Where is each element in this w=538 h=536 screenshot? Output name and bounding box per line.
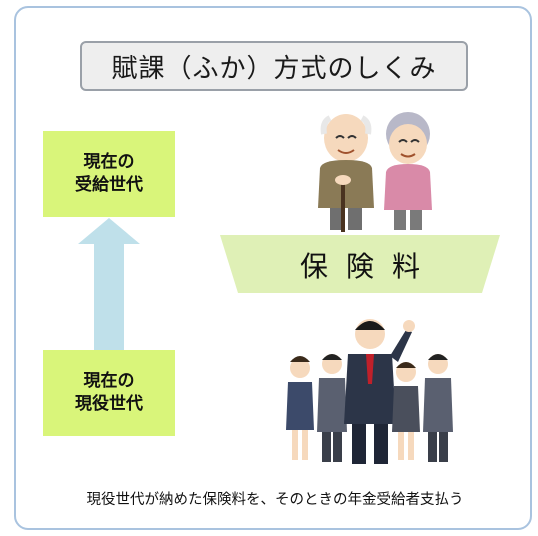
upward-arrow-icon xyxy=(78,218,140,350)
current-beneficiary-generation-box: 現在の 受給世代 xyxy=(43,131,175,217)
caption-text: 現役世代が納めた保険料を、そのときの年金受給者支払う xyxy=(86,492,464,508)
premium-label: 保険料 xyxy=(299,250,438,283)
working-generation-icon xyxy=(286,319,453,464)
elderly-couple-icon xyxy=(318,112,432,232)
diagram-title: 賦課（ふか）方式のしくみ xyxy=(80,41,468,91)
current-working-generation-box: 現在の 現役世代 xyxy=(43,350,175,436)
premium-band xyxy=(220,235,500,293)
